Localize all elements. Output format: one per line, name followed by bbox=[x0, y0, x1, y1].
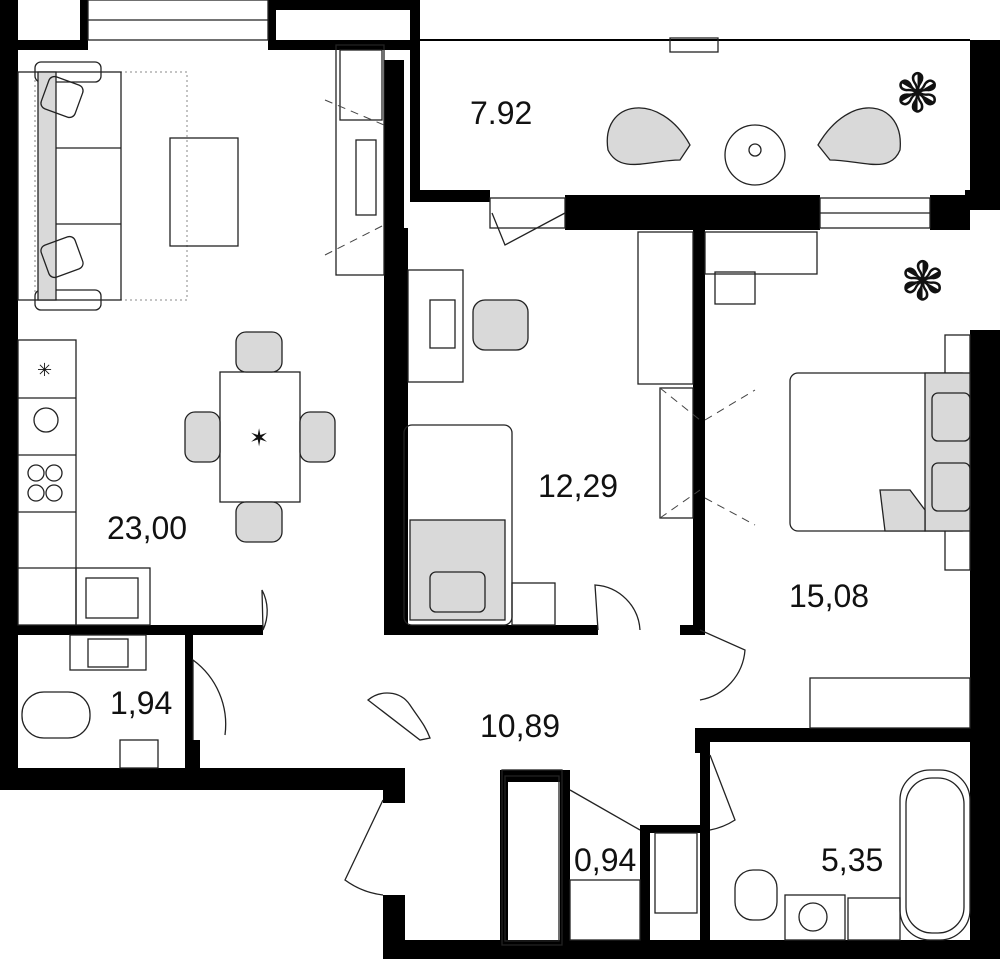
area-label-hallway: 10,89 bbox=[480, 708, 560, 744]
room-area-labels: 7.92 23,00 1,94 12,29 15,08 10,89 0,94 5… bbox=[107, 95, 883, 878]
area-label-living-kitchen: 23,00 bbox=[107, 510, 187, 546]
area-label-bathroom-main: 5,35 bbox=[821, 842, 883, 878]
bedroom-furniture: ❃ bbox=[704, 231, 971, 729]
area-label-bathroom-small: 1,94 bbox=[110, 685, 172, 721]
svg-text:❃: ❃ bbox=[900, 250, 945, 313]
hallway-bath-furniture bbox=[366, 692, 971, 946]
area-label-loggia: 7.92 bbox=[470, 95, 532, 131]
svg-text:✳: ✳ bbox=[37, 360, 52, 381]
living-room-furniture: ✳ ✶ bbox=[17, 44, 385, 769]
area-label-bedroom-study: 12,29 bbox=[538, 468, 618, 504]
balcony-furniture: ❃ bbox=[606, 62, 940, 186]
doors bbox=[192, 212, 746, 896]
area-label-bedroom-main: 15,08 bbox=[789, 578, 869, 614]
study-furniture bbox=[403, 231, 701, 626]
svg-text:✶: ✶ bbox=[249, 424, 269, 452]
svg-text:❃: ❃ bbox=[895, 62, 940, 125]
area-label-closet: 0,94 bbox=[574, 842, 636, 878]
